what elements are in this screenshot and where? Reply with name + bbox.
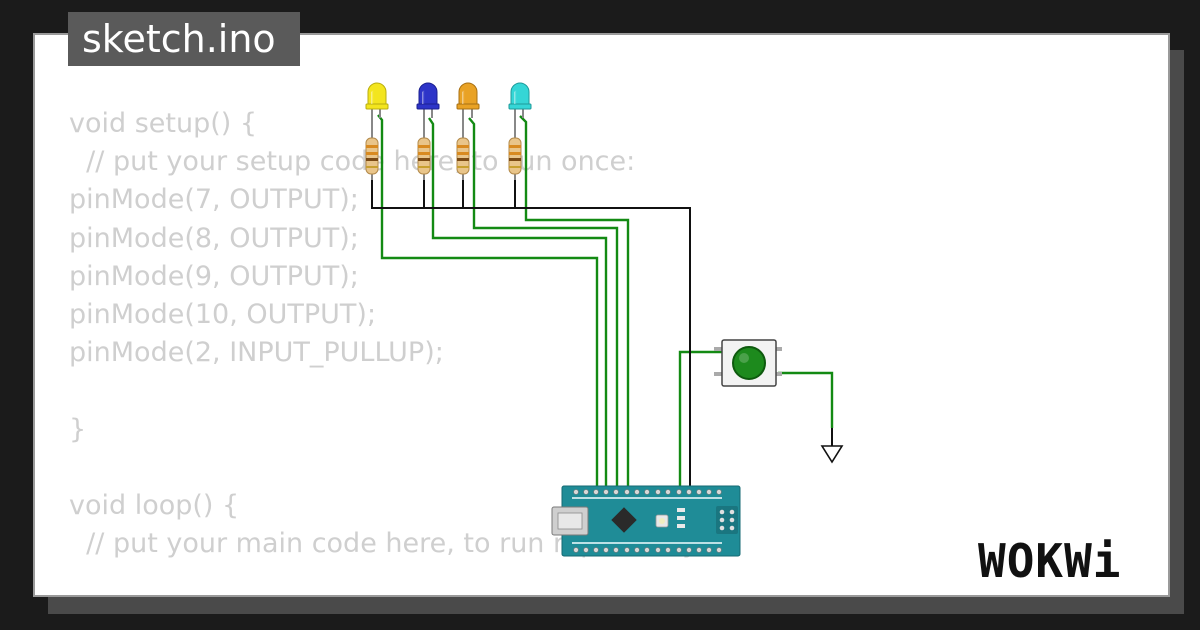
resistor-1[interactable] [365,124,379,180]
microcontroller-chip [611,507,637,533]
code-line: pinMode(7, OUTPUT); [69,184,359,216]
ground-wires [371,178,833,490]
led-orange[interactable] [456,82,480,124]
preview-card: void setup() { // put your setup code he… [33,33,1170,597]
wire-led3 [468,117,619,490]
led-blue[interactable] [416,82,440,124]
led-cyan[interactable] [508,82,532,124]
wire-led1 [377,114,599,490]
wire-led4 [519,115,630,490]
resistor-4[interactable] [508,124,522,180]
code-line: } [69,413,87,445]
wokwi-logo: WOKWi [978,534,1122,588]
code-line: pinMode(9, OUTPUT); [69,260,359,292]
button-cap[interactable] [732,346,766,380]
signal-wires [377,114,834,490]
silkscreen-marks [572,497,722,544]
code-line: pinMode(2, INPUT_PULLUP); [69,337,444,369]
code-line: pinMode(10, OUTPUT); [69,298,377,330]
wire-button-in [678,350,722,490]
wire-button-gnd [778,371,834,428]
ground-symbol [820,445,844,464]
header-pins-top [573,489,722,495]
resistor-2[interactable] [417,124,431,180]
icsp-header [716,506,738,534]
wire-gnd-bus [371,178,691,490]
push-button[interactable] [714,339,782,387]
arduino-nano-board[interactable] [551,485,741,557]
code-line: void setup() { [69,108,258,139]
code-line: pinMode(8, OUTPUT); [69,222,359,254]
resistor-3[interactable] [456,124,470,180]
file-tab[interactable]: sketch.ino [68,12,300,66]
code-line: void loop() { [69,489,240,521]
led-yellow[interactable] [365,82,389,124]
header-pins-bottom [573,547,722,553]
wire-led2 [428,117,608,490]
